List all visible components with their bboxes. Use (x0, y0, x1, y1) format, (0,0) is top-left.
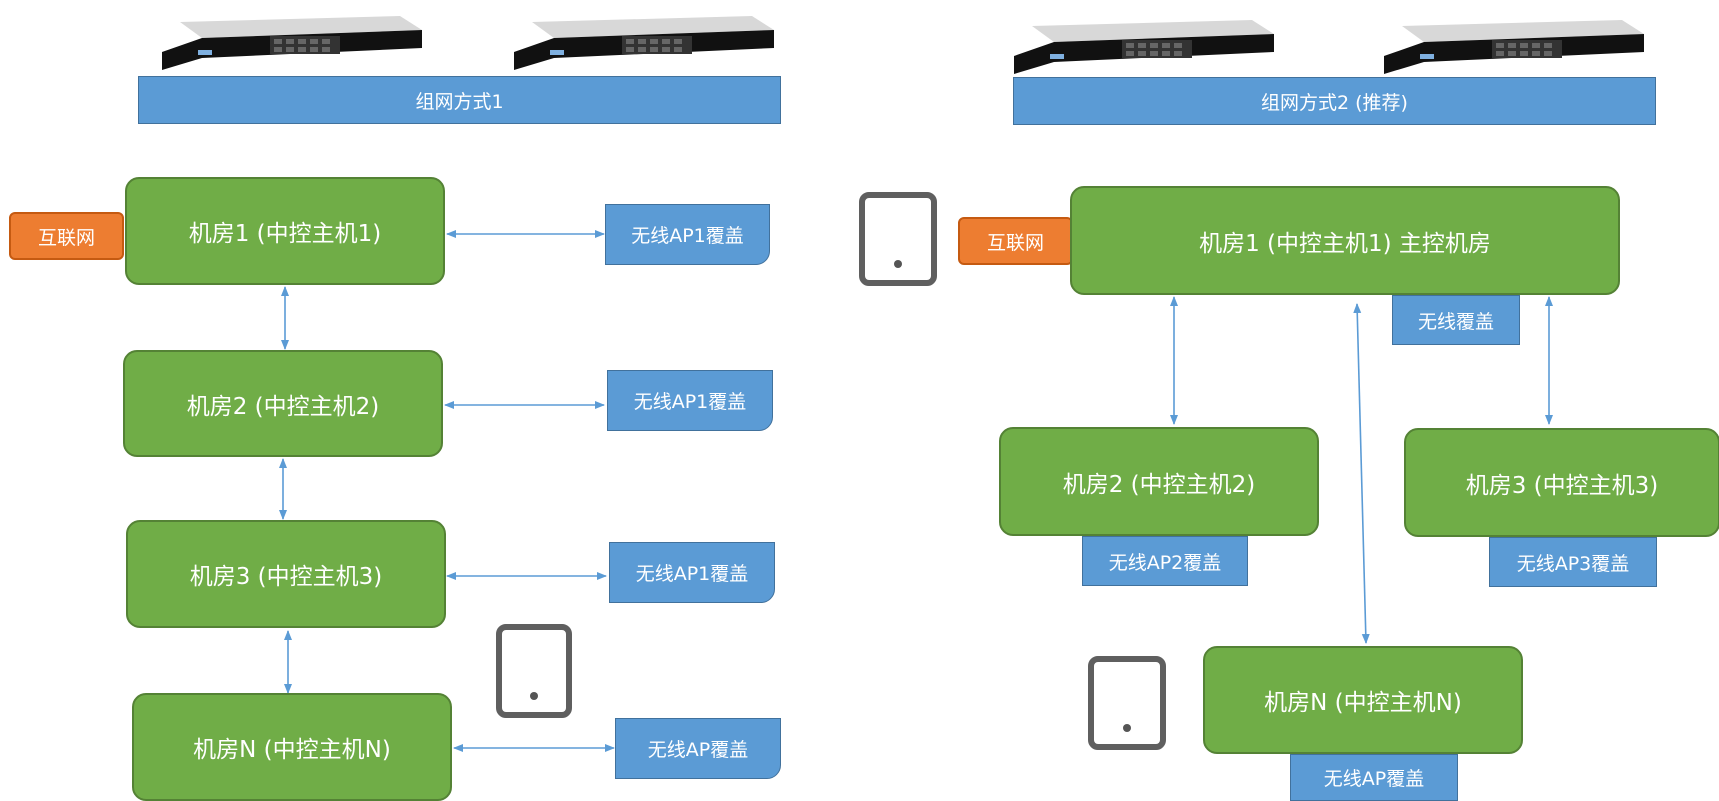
tablet-icon (859, 192, 937, 286)
link-main-roomN (1353, 303, 1370, 644)
room-2-box: 机房2 (中控主机2) (999, 427, 1319, 536)
wireless-ap-box: 无线AP1覆盖 (609, 542, 775, 603)
rack-server-icon (514, 16, 774, 70)
wireless-ap-box: 无线AP1覆盖 (605, 204, 770, 265)
tablet-icon (496, 624, 572, 718)
topology-2-banner: 组网方式2 (推荐) (1013, 77, 1656, 125)
room-n-box: 机房N (中控主机N) (132, 693, 452, 801)
rack-server-icon (162, 16, 422, 70)
internet-box: 互联网 (958, 217, 1073, 265)
room-3-box: 机房3 (中控主机3) (1404, 428, 1719, 537)
room-2-wireless-ap-box: 无线AP2覆盖 (1082, 536, 1248, 586)
room-3-wireless-ap-box: 无线AP3覆盖 (1489, 537, 1657, 587)
rack-server-icon (1014, 20, 1274, 74)
room-n-wireless-ap-box: 无线AP覆盖 (1290, 754, 1458, 801)
main-wireless-box: 无线覆盖 (1392, 295, 1520, 345)
main-room-box: 机房1 (中控主机1) 主控机房 (1070, 186, 1620, 295)
room-3-box: 机房3 (中控主机3) (126, 520, 446, 628)
rack-server-icon (1384, 20, 1644, 74)
room-1-box: 机房1 (中控主机1) (125, 177, 445, 285)
topology-1-banner: 组网方式1 (138, 76, 781, 124)
internet-box: 互联网 (9, 212, 124, 260)
room-n-box: 机房N (中控主机N) (1203, 646, 1523, 754)
wireless-ap-box: 无线AP1覆盖 (607, 370, 773, 431)
tablet-icon (1088, 656, 1166, 750)
wireless-ap-box: 无线AP覆盖 (615, 718, 781, 779)
room-2-box: 机房2 (中控主机2) (123, 350, 443, 457)
